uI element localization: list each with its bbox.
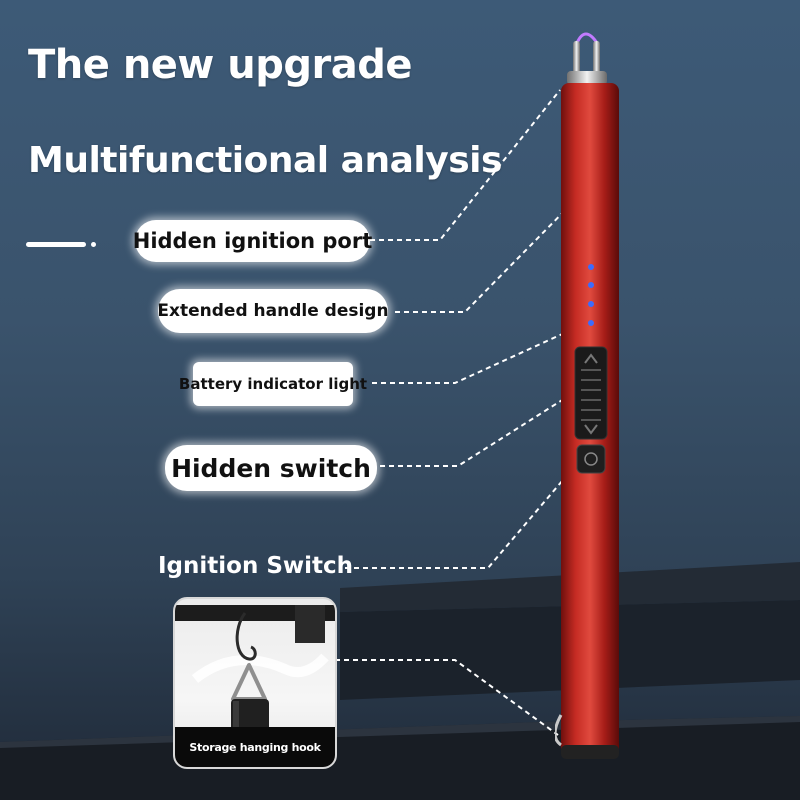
callout-handle-design-label: Extended handle design [157, 301, 389, 321]
callout-hanging-hook-label: Storage hanging hook [175, 727, 335, 767]
hook-ring [231, 663, 267, 701]
ignition-button [576, 444, 606, 474]
headline-line2: Multifunctional analysis [28, 140, 502, 181]
headline-line1: The new upgrade [28, 42, 413, 88]
lighter-product [555, 32, 619, 759]
callout-battery-indicator-label: Battery indicator light [178, 375, 368, 393]
leader-ignition-switch [345, 459, 581, 569]
leader-hanging-hook [335, 659, 559, 736]
battery-led-2 [588, 282, 594, 288]
callout-ignition-switch: Ignition Switch [158, 553, 353, 579]
callout-ignition-port-label: Hidden ignition port [132, 229, 373, 253]
callout-ignition-switch-label: Ignition Switch [158, 553, 354, 579]
battery-led-4 [588, 320, 594, 326]
leader-battery-indicator [372, 324, 583, 384]
ignition-arc [575, 32, 599, 44]
leader-ignition-port [370, 89, 561, 241]
callout-battery-indicator: Battery indicator light [179, 362, 367, 406]
battery-led-1 [588, 264, 594, 270]
callout-hidden-switch-label: Hidden switch [171, 453, 371, 483]
callout-handle-design: Extended handle design [157, 289, 389, 333]
battery-led-3 [588, 301, 594, 307]
accent-dot [91, 242, 96, 247]
lighter-hook [555, 714, 563, 747]
leader-hidden-switch [380, 389, 579, 467]
callout-ignition-port: Hidden ignition port [132, 220, 373, 262]
slide-switch [574, 346, 608, 440]
callout-hidden-switch: Hidden switch [165, 445, 377, 491]
accent-dash [26, 242, 86, 247]
hanging-hook-inset: Storage hanging hook [173, 597, 337, 769]
